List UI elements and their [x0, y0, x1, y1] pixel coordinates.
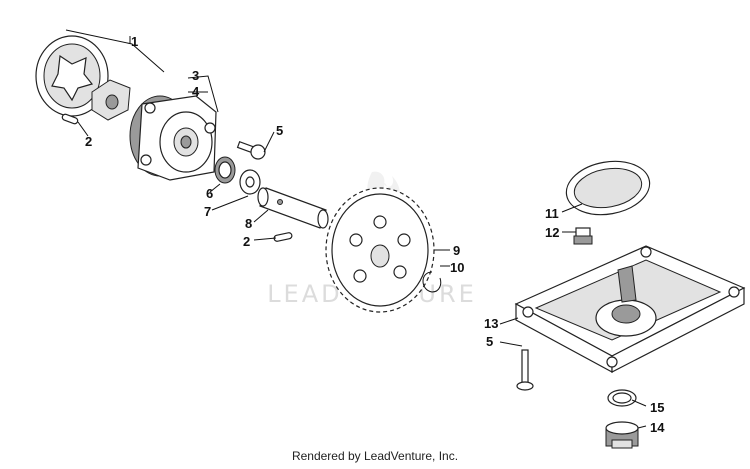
callout-8: 8 — [245, 216, 252, 231]
callout-14: 14 — [650, 420, 665, 435]
circlip — [422, 271, 442, 293]
callout-5-lower: 5 — [486, 334, 493, 349]
inner-rotor — [91, 79, 131, 121]
callout-12: 12 — [545, 225, 559, 240]
callout-7: 7 — [204, 204, 211, 219]
callout-10: 10 — [450, 260, 464, 275]
callout-3: 3 — [192, 68, 199, 83]
pin — [61, 113, 79, 125]
gear — [325, 187, 435, 313]
callout-15: 15 — [650, 400, 664, 415]
callout-6: 6 — [206, 186, 213, 201]
pan-bolt — [516, 349, 534, 391]
bolt — [236, 140, 266, 160]
drain-plug — [605, 421, 639, 449]
callout-5: 5 — [276, 123, 283, 138]
callout-2-lower: 2 — [243, 234, 250, 249]
credit-text: Rendered by LeadVenture, Inc. — [291, 449, 459, 463]
callout-2: 2 — [85, 134, 92, 149]
leader-lines — [65, 29, 647, 429]
oil-screen — [565, 160, 651, 216]
pump-body — [129, 95, 217, 181]
callout-13: 13 — [484, 316, 498, 331]
gasket — [607, 389, 637, 407]
pin-lower — [273, 232, 293, 242]
callout-4: 4 — [192, 84, 200, 99]
callout-1: 1 — [131, 34, 138, 49]
outer-rotor — [35, 35, 109, 117]
shaft — [257, 187, 329, 229]
oil-seal — [214, 156, 236, 184]
washer — [239, 169, 261, 195]
oil-pan — [514, 245, 746, 374]
callout-9: 9 — [453, 243, 460, 258]
callout-11: 11 — [545, 206, 559, 221]
screen-bolt — [573, 227, 593, 245]
